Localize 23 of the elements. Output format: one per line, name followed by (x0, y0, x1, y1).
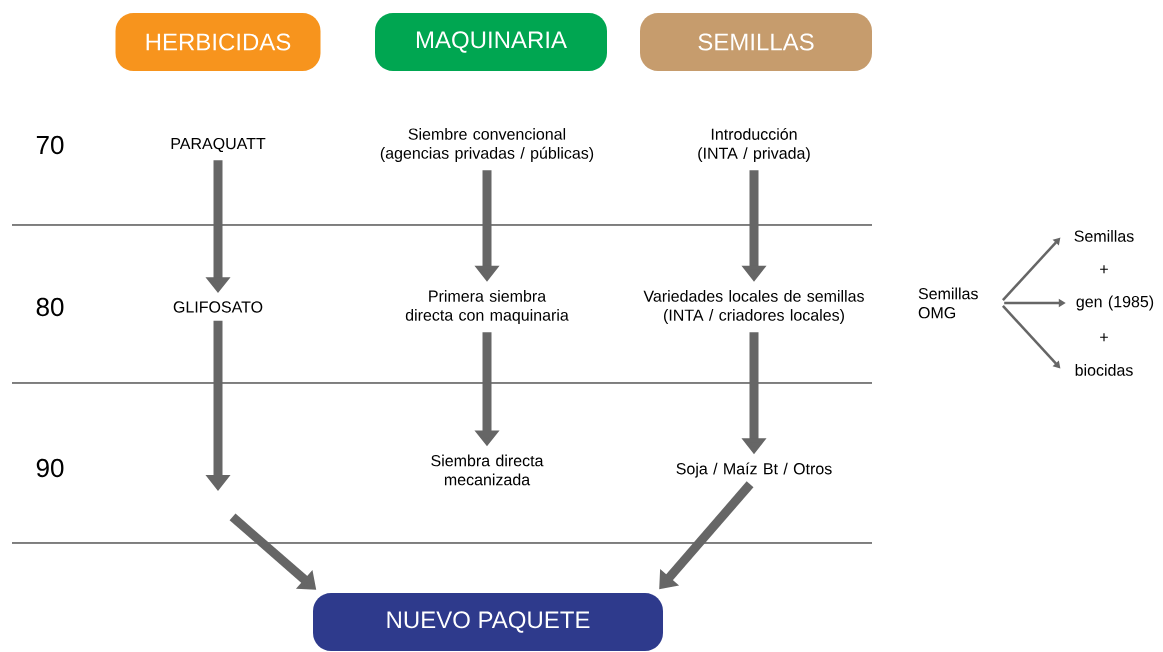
stage-text: gen (1985) (1076, 295, 1154, 311)
stage-text: Soja / Maíz Bt / Otros (676, 462, 832, 478)
category-box: MAQUINARIA (375, 13, 607, 71)
stage-text: GLIFOSATO (173, 301, 263, 313)
plus-sign: + (1100, 333, 1108, 342)
arrow (1002, 237, 1061, 301)
category-box: SEMILLAS (640, 13, 872, 71)
stage-text: Semillas OMG (918, 287, 978, 319)
stage-text: Introducción (INTA / privada) (698, 127, 810, 163)
decade-label: 70 (36, 135, 64, 155)
category-box: HERBICIDAS (115, 13, 321, 71)
stage-text: Semillas (1074, 230, 1134, 242)
arrow (1002, 305, 1061, 369)
stage-text: Variedades locales de semillas (INTA / criadores locales) (643, 290, 864, 324)
decade-label: 90 (36, 458, 64, 478)
stage-text: biocidas (1075, 364, 1133, 376)
category-box: NUEVO PAQUETE (313, 593, 663, 651)
stage-text: Primera siembra directa con maquinaria (405, 290, 569, 324)
plus-sign: + (1100, 265, 1108, 274)
decade-label: 80 (36, 297, 64, 317)
stage-text: Siembra directa mecanizada (431, 454, 544, 486)
stage-text: Siembre convencional (agencias privadas / públicas) (380, 128, 594, 162)
stage-text: PARAQUATT (171, 137, 266, 153)
